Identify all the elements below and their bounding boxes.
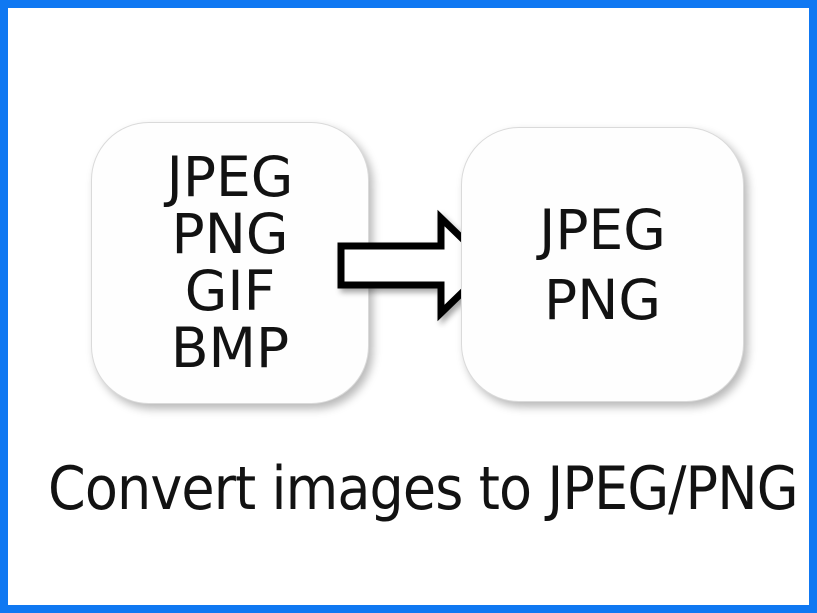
source-format-png: PNG	[171, 202, 289, 266]
target-format-jpeg: JPEG	[539, 197, 666, 262]
source-format-gif: GIF	[184, 259, 276, 323]
source-format-jpeg: JPEG	[166, 145, 294, 209]
target-formats-box: JPEG PNG	[461, 127, 744, 402]
source-formats-box: JPEG PNG GIF BMP	[91, 122, 369, 404]
caption-text: Convert images to JPEG/PNG	[48, 454, 799, 524]
source-format-bmp: BMP	[170, 316, 290, 380]
target-format-png: PNG	[544, 267, 661, 332]
